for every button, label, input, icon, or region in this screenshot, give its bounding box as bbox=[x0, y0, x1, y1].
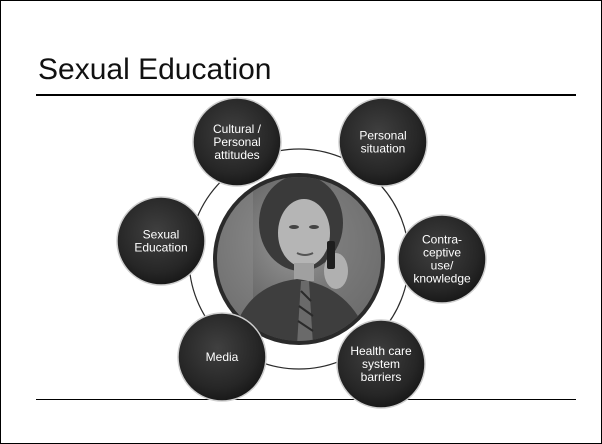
node-circle bbox=[336, 319, 426, 409]
node-label-line: Media bbox=[206, 350, 239, 364]
slide-title: Sexual Education bbox=[38, 53, 272, 86]
node-circle bbox=[397, 214, 487, 304]
title-underline bbox=[36, 94, 576, 96]
node-media: Media bbox=[177, 312, 267, 402]
node-label-line: Personal bbox=[213, 135, 260, 149]
node-label-line: system bbox=[362, 357, 400, 371]
node-circle bbox=[177, 312, 267, 402]
node-label-line: Contra- bbox=[422, 233, 462, 247]
node-circle bbox=[116, 196, 206, 286]
node-circle bbox=[338, 97, 428, 187]
node-label-line: barriers bbox=[361, 370, 402, 384]
node-label-line: knowledge bbox=[413, 272, 471, 286]
node-label-line: Education bbox=[134, 241, 187, 255]
footer-line bbox=[36, 399, 576, 400]
node-circle bbox=[192, 97, 282, 187]
node-label-line: attitudes bbox=[214, 148, 259, 162]
node-label-line: situation bbox=[361, 142, 406, 156]
node-label-line: Personal bbox=[359, 129, 406, 143]
node-label-line: Health care bbox=[350, 344, 412, 358]
node-label-line: use/ bbox=[431, 259, 454, 273]
node-label-line: ceptive bbox=[423, 246, 461, 260]
node-label-line: Cultural / bbox=[213, 122, 262, 136]
node-label-line: Sexual bbox=[143, 228, 180, 242]
